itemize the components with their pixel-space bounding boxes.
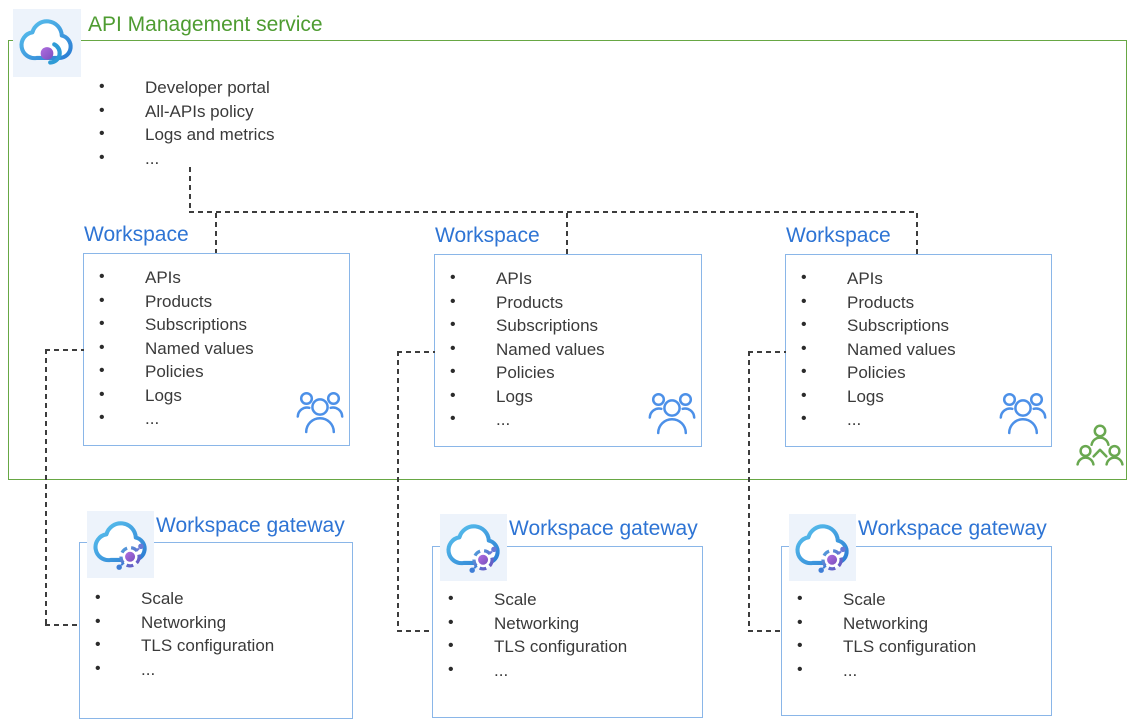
service-feature-list: Developer portal All-APIs policy Logs an… xyxy=(99,75,274,171)
gateway-item: ... xyxy=(797,658,976,683)
workspace-gateway-3-title: Workspace gateway xyxy=(858,517,1047,540)
workspace-gateway-2-title: Workspace gateway xyxy=(509,517,698,540)
workspace-2-title: Workspace xyxy=(435,224,540,247)
connector-workspace-2-out xyxy=(397,351,435,353)
workspace-item: Policies xyxy=(801,360,956,385)
connector-service-stem xyxy=(189,167,191,213)
workspace-3-title: Workspace xyxy=(786,224,891,247)
community-members-icon xyxy=(1076,423,1124,471)
api-management-cloud-icon xyxy=(13,9,81,77)
workspace-item: Logs xyxy=(801,384,956,409)
workspace-members-icon xyxy=(648,387,696,435)
connector-workspace-1-out xyxy=(45,349,84,351)
service-feature-item: Logs and metrics xyxy=(99,122,274,147)
workspace-item: Policies xyxy=(99,359,254,384)
connector-gateway-3-in xyxy=(748,630,782,632)
workspace-1-title: Workspace xyxy=(84,223,189,246)
connector-gateway-2-in xyxy=(397,630,433,632)
workspace-item: Products xyxy=(450,290,605,315)
gateway-item: TLS configuration xyxy=(95,633,274,658)
workspace-item: Products xyxy=(99,289,254,314)
workspace-2-list: APIs Products Subscriptions Named values… xyxy=(450,266,605,432)
workspace-item: Products xyxy=(801,290,956,315)
service-feature-item: ... xyxy=(99,146,274,171)
connector-workspace-3-out xyxy=(748,351,786,353)
workspace-gateway-3-list: Scale Networking TLS configuration ... xyxy=(797,587,976,683)
workspace-item: Logs xyxy=(450,384,605,409)
workspace-item: Subscriptions xyxy=(801,313,956,338)
workspace-gateway-2-list: Scale Networking TLS configuration ... xyxy=(448,587,627,683)
connector-gateway-1-in xyxy=(45,624,80,626)
connector-drop-workspace-1 xyxy=(215,213,217,254)
service-feature-item: Developer portal xyxy=(99,75,274,100)
workspace-item: Logs xyxy=(99,383,254,408)
gateway-item: Scale xyxy=(95,586,274,611)
api-management-service-container xyxy=(8,40,1127,480)
gateway-item: Networking xyxy=(95,610,274,635)
gateway-item: Networking xyxy=(797,611,976,636)
workspace-item: APIs xyxy=(801,266,956,291)
workspace-item: APIs xyxy=(99,265,254,290)
gateway-item: Scale xyxy=(797,587,976,612)
gateway-item: TLS configuration xyxy=(797,634,976,659)
workspace-item: ... xyxy=(450,407,605,432)
workspace-gateway-cloud-icon xyxy=(87,511,154,578)
workspace-item: ... xyxy=(801,407,956,432)
workspace-item: Named values xyxy=(801,337,956,362)
workspace-item: APIs xyxy=(450,266,605,291)
gateway-item: ... xyxy=(448,658,627,683)
gateway-item: ... xyxy=(95,657,274,682)
workspace-gateway-1-title: Workspace gateway xyxy=(156,514,345,537)
workspace-members-icon xyxy=(999,387,1047,435)
connector-workspace-1-down xyxy=(45,349,47,626)
connector-workspace-3-down xyxy=(748,351,750,632)
workspace-gateway-1-list: Scale Networking TLS configuration ... xyxy=(95,586,274,682)
workspace-item: Subscriptions xyxy=(450,313,605,338)
workspace-gateway-cloud-icon xyxy=(440,514,507,581)
connector-service-bus xyxy=(189,211,918,213)
connector-workspace-2-down xyxy=(397,351,399,632)
api-management-service-title: API Management service xyxy=(88,13,323,36)
workspace-3-list: APIs Products Subscriptions Named values… xyxy=(801,266,956,432)
gateway-item: Networking xyxy=(448,611,627,636)
connector-drop-workspace-3 xyxy=(916,213,918,256)
gateway-item: Scale xyxy=(448,587,627,612)
workspace-item: Subscriptions xyxy=(99,312,254,337)
workspace-item: Policies xyxy=(450,360,605,385)
service-feature-item: All-APIs policy xyxy=(99,99,274,124)
workspace-members-icon xyxy=(296,386,344,434)
workspace-item: Named values xyxy=(450,337,605,362)
workspace-item: Named values xyxy=(99,336,254,361)
workspace-item: ... xyxy=(99,406,254,431)
gateway-item: TLS configuration xyxy=(448,634,627,659)
workspace-gateway-cloud-icon xyxy=(789,514,856,581)
connector-drop-workspace-2 xyxy=(566,213,568,256)
workspace-1-list: APIs Products Subscriptions Named values… xyxy=(99,265,254,431)
